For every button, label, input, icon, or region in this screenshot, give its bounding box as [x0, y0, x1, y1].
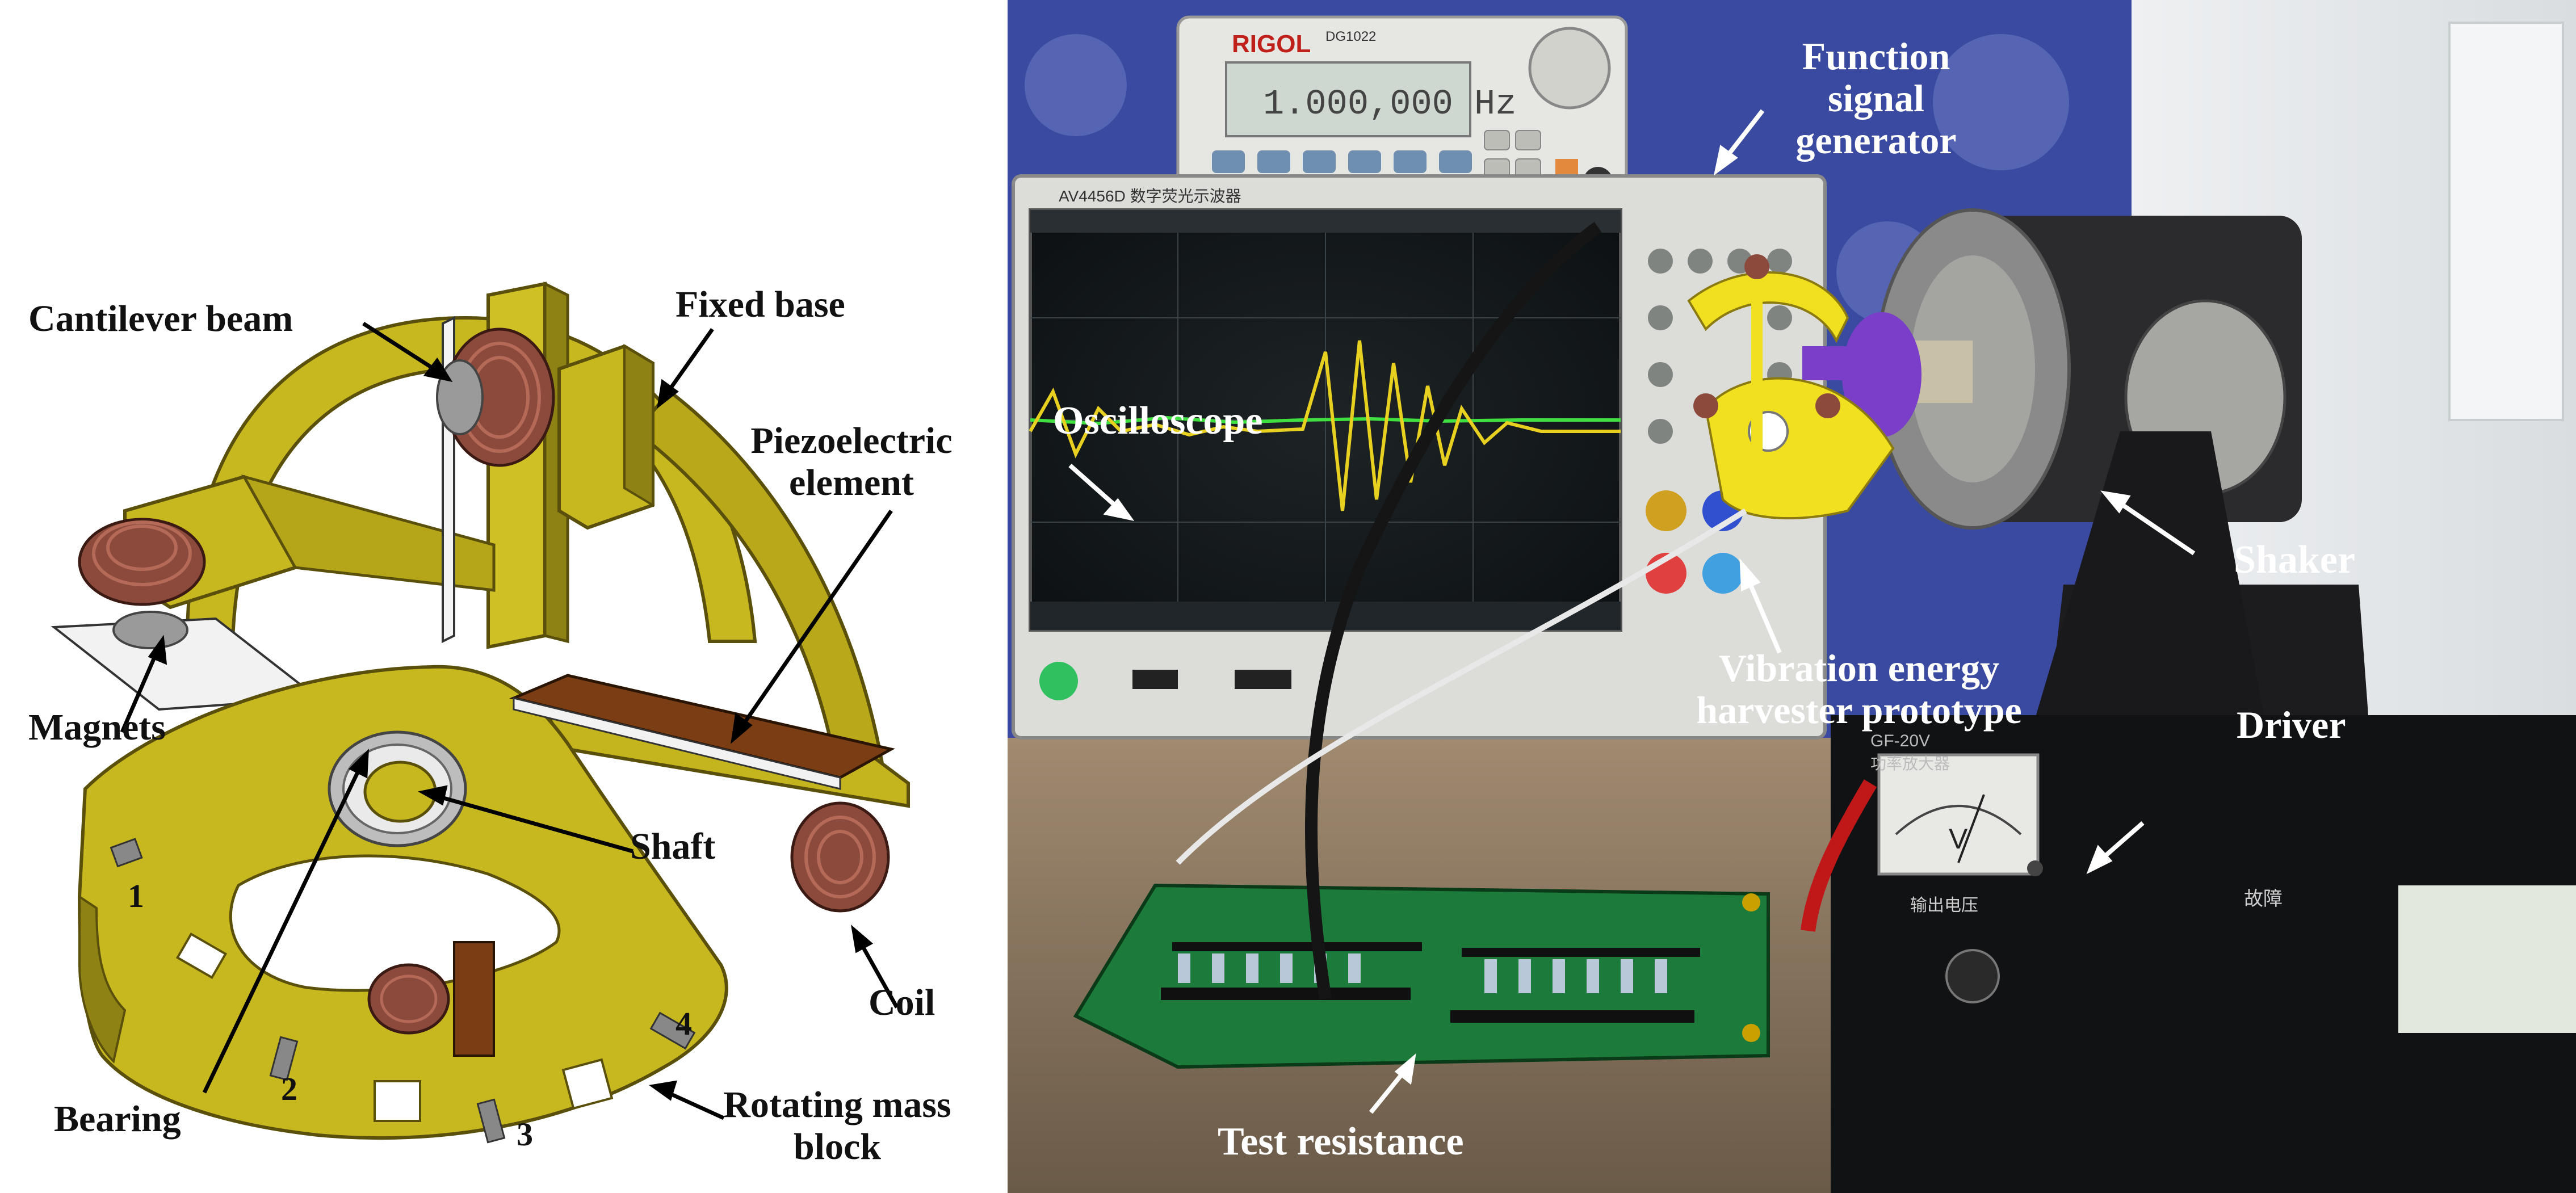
label-cantilever-beam: Cantilever beam — [28, 298, 293, 339]
label-function-signal-generator: Function signal generator — [1795, 35, 1957, 162]
slot-4 — [649, 1011, 696, 1050]
label-piezoelectric-element: Piezoelectric element — [750, 420, 953, 503]
generator-display-readout: 1.000,000 Hz — [1263, 84, 1516, 124]
label-shaker: Shaker — [2234, 538, 2355, 582]
driver-model: GF-20V — [1870, 732, 1930, 750]
setup-scene: RIGOL DG1022 1.000,000 Hz — [1008, 0, 2576, 1193]
label-rotating-mass-block: Rotating mass block — [723, 1084, 951, 1167]
lower-coil — [367, 963, 450, 1035]
label-oscilloscope: Oscilloscope — [1053, 399, 1263, 443]
driver-subtitle: 功率放大器 — [1870, 755, 1950, 772]
slot-number-4: 4 — [676, 1005, 692, 1042]
label-driver: Driver — [2237, 703, 2346, 746]
output-voltage-label: 输出电压 — [1910, 896, 1978, 915]
slot-1 — [110, 838, 143, 868]
label-magnets: Magnets — [28, 707, 166, 748]
label-coil: Coil — [869, 982, 935, 1023]
label-fixed-base: Fixed base — [676, 284, 845, 325]
harvester-cad-diagram: Cantilever beam Fixed base Piezoelectric… — [0, 0, 1002, 1193]
annotation-arrows — [1068, 109, 2196, 1114]
harvester-prototype — [1687, 254, 1895, 520]
experimental-setup-photo: RIGOL DG1022 1.000,000 Hz — [1008, 0, 2576, 1193]
shaker-device — [1802, 208, 2370, 738]
leader-lines — [120, 322, 899, 1120]
right-coil — [790, 801, 890, 913]
top-coil — [444, 327, 555, 467]
slot-number-1: 1 — [128, 877, 144, 914]
meter-unit: V — [1949, 823, 1968, 855]
label-shaft: Shaft — [630, 826, 716, 867]
rigol-brand: RIGOL — [1232, 30, 1311, 58]
slot-2 — [269, 1036, 299, 1081]
scope-trace-yellow — [1029, 340, 1621, 511]
label-test-resistance: Test resistance — [1218, 1120, 1464, 1163]
label-bearing: Bearing — [54, 1098, 181, 1140]
scope-trace-green — [1030, 415, 1621, 426]
cad-drawing — [51, 281, 910, 1144]
left-magnet — [112, 611, 188, 649]
frame-center-strut — [241, 474, 496, 592]
driver-device — [1831, 715, 2576, 1193]
cable-black — [1305, 222, 1602, 1000]
cable-white — [1176, 508, 1747, 865]
left-coil — [78, 518, 206, 606]
test-resistance-board — [1073, 883, 1770, 1069]
lower-piezo — [453, 941, 495, 1057]
slot-3 — [476, 1098, 506, 1144]
slot-number-3: 3 — [517, 1116, 533, 1153]
fault-label: 故障 — [2244, 888, 2283, 910]
scope-model: AV4456D 数字荧光示波器 — [1059, 187, 1241, 205]
slot-number-2: 2 — [281, 1070, 297, 1107]
label-vibration-energy-harvester-prototype: Vibration energy harvester prototype — [1696, 646, 2022, 732]
rigol-model: DG1022 — [1325, 29, 1376, 44]
